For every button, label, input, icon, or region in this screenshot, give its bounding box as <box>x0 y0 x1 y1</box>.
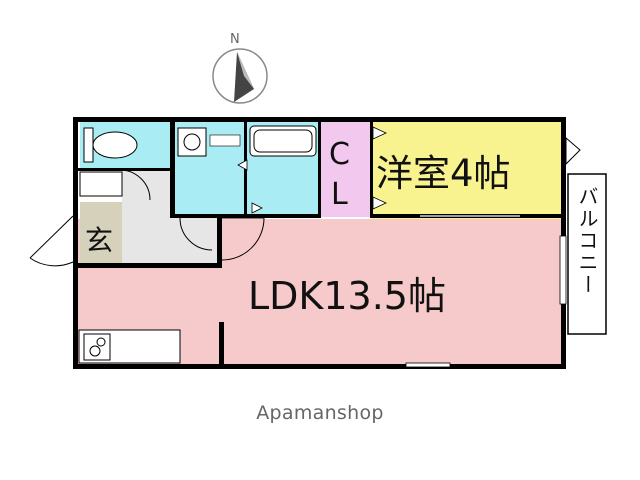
wall-toilet-right <box>170 122 175 218</box>
entrance-door <box>29 215 74 267</box>
entrance-area <box>80 202 122 263</box>
compass-needle-dark-icon <box>234 52 254 102</box>
wall-top <box>73 117 566 122</box>
hall-area <box>122 170 172 263</box>
kitchen-counter <box>78 329 181 364</box>
window-ldk-right <box>559 235 567 305</box>
wall-hall-right <box>217 218 222 268</box>
compass-north-label: N <box>230 32 240 47</box>
hall-lower-area <box>172 216 220 263</box>
wall-hall-bottom <box>78 263 222 268</box>
shoe-box-area <box>79 171 123 197</box>
compass-needle-light-icon <box>237 52 254 89</box>
wall-left <box>73 117 78 369</box>
western-room-area <box>371 120 561 219</box>
wash-basin-icon <box>177 127 241 157</box>
wash-door-icon <box>119 169 151 201</box>
closet-door-top-icon <box>372 126 387 140</box>
closet-door-bottom-icon <box>372 196 387 210</box>
bathtub-icon <box>249 125 317 157</box>
burner-icon <box>96 337 106 347</box>
ldk-label: LDK13.5帖 <box>248 274 446 318</box>
western-room-label: 洋室4帖 <box>376 152 511 195</box>
balcony: バルコニー <box>567 173 607 335</box>
wall-bottom <box>73 364 566 369</box>
closet-label-c: C <box>329 137 350 172</box>
watermark: Apamanshop <box>256 402 384 424</box>
wall-wet-bottom <box>172 214 321 218</box>
balcony-label: バルコニー <box>575 186 599 296</box>
hall-door-icon <box>179 217 213 251</box>
toilet-icon <box>83 127 138 163</box>
burner-icon <box>89 345 101 357</box>
wall-ldk-stub <box>219 322 224 364</box>
wall-bath-closet <box>318 122 321 218</box>
balcony-door-icon <box>565 136 581 166</box>
wash-door-marker-icon <box>237 159 248 171</box>
ldk-door-icon <box>221 217 265 261</box>
bath-door-icon <box>251 202 263 214</box>
closet-label-l: L <box>331 177 348 212</box>
entrance-label: 玄 <box>85 224 113 257</box>
closet-area <box>320 120 371 217</box>
window-bottom <box>405 362 451 368</box>
wall-toilet-bottom <box>78 168 172 171</box>
balcony-area <box>567 173 607 335</box>
wall-closet-western <box>370 122 373 218</box>
compass: N <box>212 32 268 104</box>
